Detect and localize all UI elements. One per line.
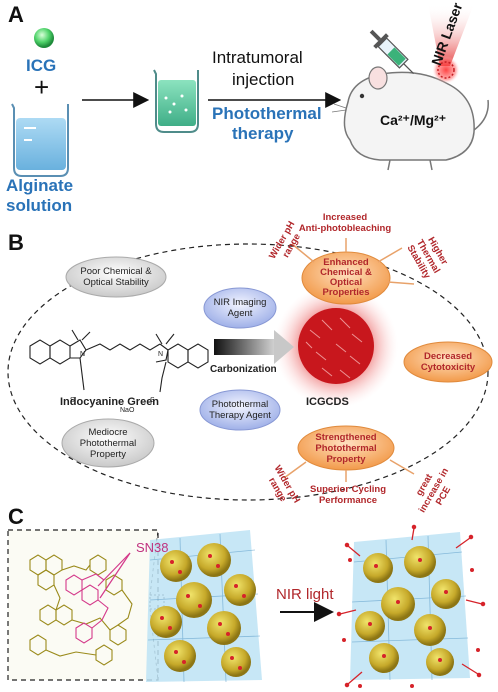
superior-cycling-line1: Superior Cycling: [309, 484, 386, 495]
carbonization-arrow: [214, 330, 294, 364]
icg-structure-atoms: N N S S NaO: [70, 351, 163, 414]
sn38-label: SN38: [136, 540, 169, 555]
mediocre-line1: Mediocre: [88, 427, 128, 438]
anti-photo-line1: Increased: [322, 212, 368, 223]
decreased-label: Decreased Cytotoxicity: [404, 351, 492, 373]
panel-a-letter: A: [8, 2, 24, 27]
pt-agent-line2: Therapy Agent: [209, 410, 271, 421]
gel-block-right: [336, 524, 486, 688]
therapy-label-line1: Photothermal: [212, 104, 322, 123]
inset-box: [7, 529, 159, 681]
strengthened-spokes: [283, 459, 415, 482]
enhanced-label: Enhanced Chemical & Optical Properties: [302, 258, 390, 298]
decreased-line2: Cytotoxicity: [420, 362, 476, 373]
svg-text:NaO: NaO: [120, 407, 135, 414]
mouse-icon: [331, 66, 489, 171]
nir-imaging-label: NIR Imaging Agent: [204, 297, 276, 319]
alginate-label-line2: solution: [6, 196, 73, 215]
icg-label: ICG: [26, 56, 57, 75]
injection-label-line2: injection: [232, 70, 295, 89]
molecule-name: Indocyanine Green: [60, 396, 160, 408]
superior-cycling-label: Superior Cycling Performance: [300, 484, 396, 506]
nir-imaging-line2: Agent: [227, 308, 253, 319]
pt-agent-label: Photothermal Therapy Agent: [200, 399, 280, 421]
gel-block-left: [146, 530, 262, 683]
icg-structure: [29, 329, 209, 393]
icgcds-texture: [305, 317, 363, 379]
enhanced-line1: Enhanced: [323, 257, 369, 268]
pt-agent-oval: [199, 389, 281, 431]
strengthened-line3: Property: [326, 454, 366, 465]
alginate-beaker-icon: [11, 103, 69, 177]
enhanced-line4: Properties: [322, 287, 370, 298]
sn38-pointer: [97, 552, 131, 587]
anti-photo-line2: Anti-photobleaching: [298, 223, 392, 234]
decreased-oval: [403, 341, 493, 383]
syringe-icon: [369, 29, 415, 75]
decreased-line1: Decreased: [423, 351, 473, 362]
dashed-loop: [7, 243, 489, 501]
alginate-label-line1: Alginate: [6, 176, 74, 195]
poor-stability-line2: Optical Stability: [83, 277, 149, 288]
mediocre-line3: Property: [90, 449, 126, 460]
enhanced-spokes: [291, 238, 415, 285]
inset-structure: [29, 554, 133, 666]
injection-label-line1: Intratumoral: [212, 48, 303, 67]
nir-light-label: NIR light: [276, 586, 334, 603]
strengthened-label: Strengthened Photothermal Property: [298, 432, 394, 465]
enhanced-line2: Chemical &: [320, 267, 372, 278]
strengthened-line2: Photothermal: [315, 443, 377, 454]
svg-text:N: N: [80, 351, 85, 358]
icgcds-sphere: [298, 308, 374, 384]
mediocre-label: Mediocre Photothermal Property: [62, 427, 154, 460]
pt-agent-line1: Photothermal: [211, 399, 269, 410]
superior-cycling-line2: Performance: [318, 495, 378, 506]
carbonization-label: Carbonization: [210, 364, 277, 375]
therapy-label-line2: therapy: [232, 124, 294, 143]
svg-text:S: S: [70, 397, 75, 404]
nir-imaging-oval: [203, 287, 277, 329]
mouse-ion-label: Ca²⁺/Mg²⁺: [380, 112, 447, 128]
anti-photo-label: Increased Anti-photobleaching: [290, 212, 400, 234]
poor-stability-label: Poor Chemical & Optical Stability: [66, 266, 166, 288]
mixed-beaker-icon: [153, 69, 199, 133]
plus-sign: +: [34, 72, 50, 102]
poor-stability-oval: [65, 256, 167, 298]
sn38-pointer-2: [99, 552, 131, 599]
svg-text:S: S: [150, 397, 155, 404]
mediocre-oval: [61, 418, 155, 468]
nir-imaging-line1: NIR Imaging: [213, 297, 267, 308]
panel-b-letter: B: [8, 230, 24, 255]
panel-c-letter: C: [8, 504, 24, 529]
poor-stability-line1: Poor Chemical &: [80, 266, 152, 277]
laser-beam: [428, 4, 474, 84]
svg-text:N: N: [158, 351, 163, 358]
strengthened-line1: Strengthened: [315, 432, 377, 443]
enhanced-line3: Optical: [329, 277, 363, 288]
mediocre-line2: Photothermal: [79, 438, 137, 449]
icgcds-label: ICGCDS: [306, 396, 349, 408]
icg-ball-icon: [34, 28, 54, 48]
